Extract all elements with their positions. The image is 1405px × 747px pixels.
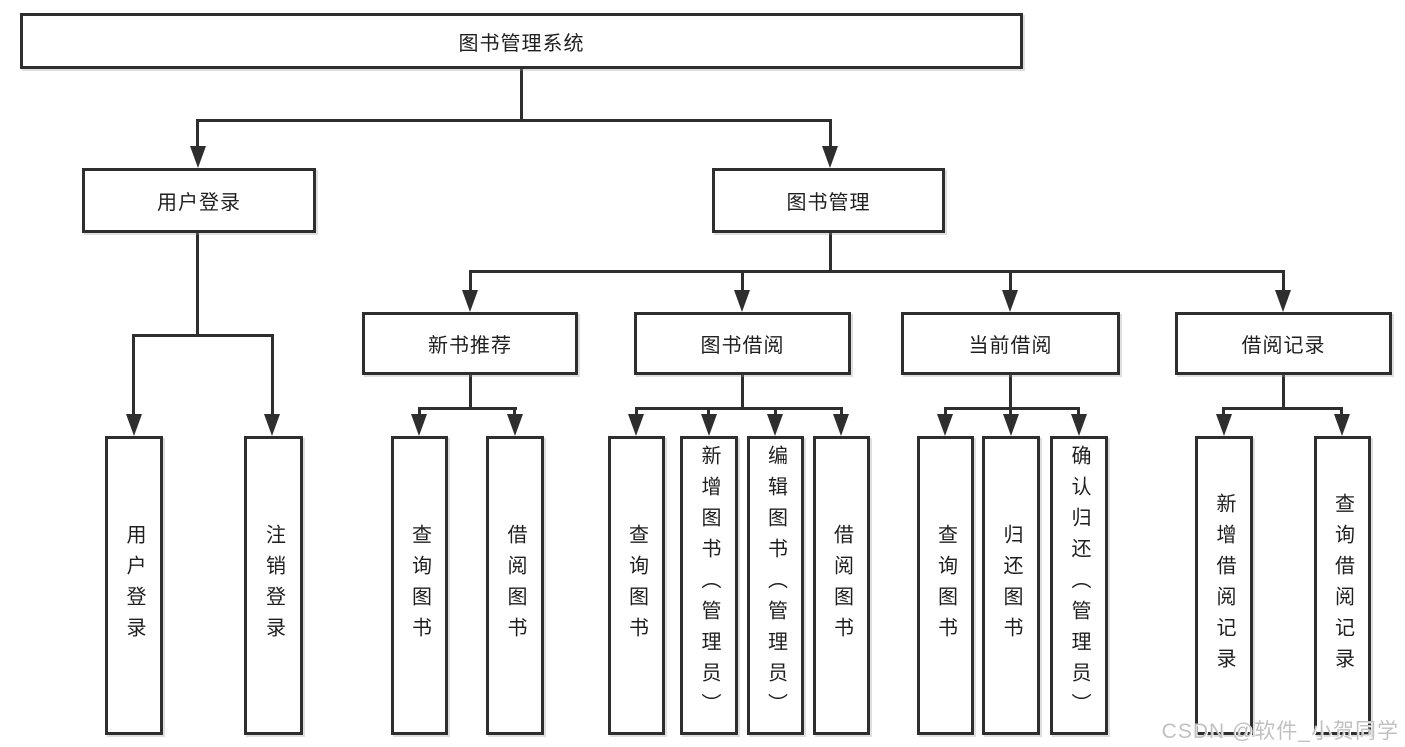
node-label: 图书管理 (786, 192, 871, 214)
arrow-down-icon (1002, 290, 1018, 312)
arrow-down-icon (1071, 414, 1087, 436)
node-label: 图书管理系统 (458, 32, 585, 55)
arrow-down-icon (190, 146, 206, 168)
arrow-down-icon (734, 290, 750, 312)
arrow-down-icon (1003, 414, 1019, 436)
node-label: 确认归还（管理员） (1068, 445, 1090, 724)
arrow-down-icon (937, 414, 953, 436)
node-label: 用户登录 (157, 192, 241, 214)
node-book-borrowing: 图书借阅 (634, 312, 851, 375)
node-label: 新增借阅记录 (1213, 492, 1235, 679)
connector-stub (944, 407, 947, 416)
connector-hline (418, 407, 517, 410)
connector-stub (1009, 375, 1012, 409)
node-user-login: 用户登录 (82, 168, 316, 233)
connector-stub (196, 119, 199, 148)
node-label: 查询借阅记录 (1331, 492, 1354, 679)
node-label: 用户登录 (123, 523, 145, 648)
connector-stub (741, 375, 744, 409)
connector-stub (271, 334, 274, 416)
arrow-down-icon (462, 290, 478, 312)
node-label: 查询图书 (934, 523, 957, 648)
arrow-down-icon (1275, 290, 1291, 312)
arrow-down-icon (1334, 414, 1350, 436)
node-label: 查询图书 (408, 523, 431, 648)
arrow-down-icon (701, 414, 717, 436)
node-borrowing-records: 借阅记录 (1175, 312, 1392, 375)
leaf-query-books-borrowing: 查询图书 (608, 436, 665, 735)
leaf-query-borrow-record: 查询借阅记录 (1314, 436, 1371, 735)
node-label: 借阅图书 (830, 523, 853, 648)
node-label: 当前借阅 (968, 335, 1053, 357)
arrow-down-icon (264, 414, 280, 436)
arrow-down-icon (822, 146, 838, 168)
connector-userlogin-vline (196, 233, 199, 336)
node-book-management: 图书管理 (712, 168, 945, 233)
arrow-down-icon (411, 414, 427, 436)
leaf-add-books-admin: 新增图书（管理员） (680, 436, 738, 735)
leaf-logout: 注销登录 (244, 436, 303, 735)
leaf-query-books-current: 查询图书 (917, 436, 974, 735)
leaf-borrow-books-borrowing: 借阅图书 (813, 436, 870, 735)
node-label: 新书推荐 (428, 335, 512, 357)
leaf-return-books: 归还图书 (982, 436, 1040, 735)
connector-stub (469, 375, 472, 409)
node-label: 编辑图书（管理员） (764, 445, 787, 724)
leaf-add-borrow-record: 新增借阅记录 (1195, 436, 1253, 735)
connector-root-hline (196, 119, 832, 122)
connector-hline (1222, 407, 1343, 410)
connector-stub (635, 407, 638, 416)
arrow-down-icon (628, 414, 644, 436)
connector-stub (1282, 270, 1285, 292)
connector-stub (1340, 407, 1343, 416)
node-label: 新增图书（管理员） (698, 445, 720, 724)
leaf-confirm-return-admin: 确认归还（管理员） (1050, 436, 1108, 735)
node-label: 归还图书 (1000, 523, 1022, 648)
node-label: 借阅图书 (504, 523, 526, 648)
connector-stub (1009, 407, 1012, 416)
arrow-down-icon (833, 414, 849, 436)
connector-stub (418, 407, 421, 416)
connector-root-vline (520, 69, 523, 121)
connector-stub (1222, 407, 1225, 416)
connector-userlogin-hline (132, 334, 274, 337)
node-current-borrowing: 当前借阅 (901, 312, 1120, 375)
connector-stub (1077, 407, 1080, 416)
leaf-borrow-books-recommend: 借阅图书 (486, 436, 544, 735)
watermark-text: CSDN @软件_小贺同学 (1161, 720, 1399, 743)
node-label: 借阅记录 (1241, 335, 1326, 357)
node-library-management-system: 图书管理系统 (20, 13, 1023, 69)
connector-hline (635, 407, 842, 410)
node-label: 查询图书 (625, 523, 648, 648)
arrow-down-icon (1216, 414, 1232, 436)
connector-bookmgmt-vline (829, 233, 832, 272)
connector-stub (840, 407, 843, 416)
arrow-down-icon (507, 414, 523, 436)
node-new-book-recommendation: 新书推荐 (362, 312, 578, 375)
connector-stub (1009, 270, 1012, 292)
connector-stub (774, 407, 777, 416)
leaf-edit-books-admin: 编辑图书（管理员） (747, 436, 804, 735)
connector-stub (513, 407, 516, 416)
connector-stub (469, 270, 472, 292)
connector-stub (132, 334, 135, 416)
arrow-down-icon (126, 414, 142, 436)
node-label: 图书借阅 (700, 335, 785, 357)
arrow-down-icon (767, 414, 783, 436)
connector-stub (707, 407, 710, 416)
node-label: 注销登录 (262, 523, 285, 648)
connector-bookmgmt-hline (469, 270, 1285, 273)
leaf-user-login: 用户登录 (105, 436, 163, 735)
connector-stub (741, 270, 744, 292)
leaf-query-books-recommend: 查询图书 (391, 436, 448, 735)
connector-stub (829, 119, 832, 148)
connector-stub (1282, 375, 1285, 409)
